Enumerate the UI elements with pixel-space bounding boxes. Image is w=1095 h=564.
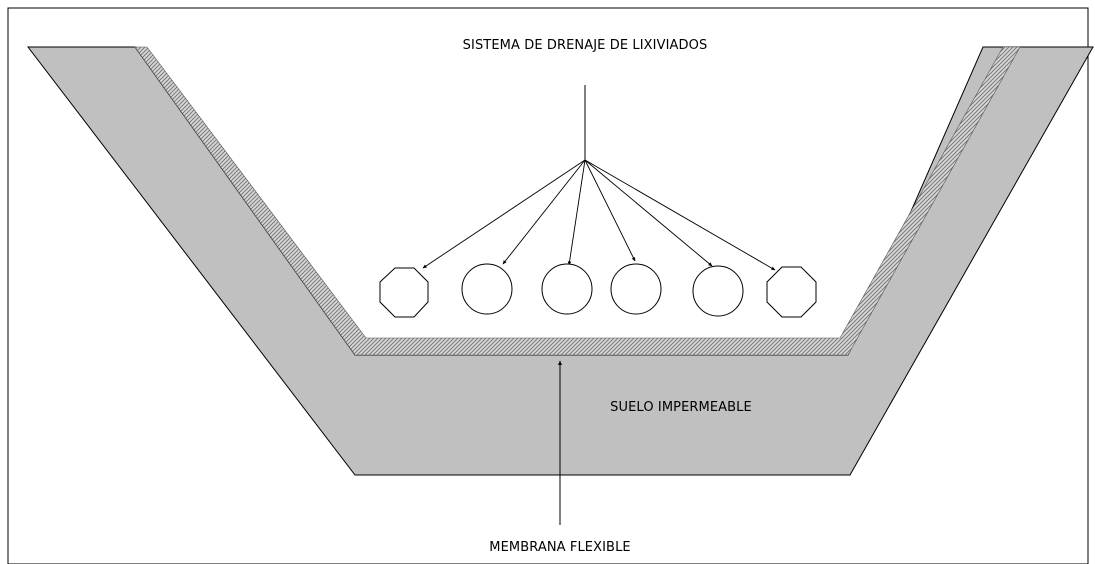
- leader-to-pipe-4: [584, 159, 636, 262]
- impermeable-soil-label: SUELO IMPERMEABLE: [610, 400, 752, 415]
- drainage-pipe-3: [541, 263, 593, 315]
- leader-to-pipe-1: [422, 159, 586, 269]
- drainage-system-label: SISTEMA DE DRENAJE DE LIXIVIADOS: [463, 38, 708, 53]
- flexible-membrane: [134, 46, 1021, 356]
- leader-to-pipe-5: [584, 159, 713, 267]
- leader-to-pipe-2: [502, 159, 586, 265]
- frame-border: [7, 7, 1089, 564]
- drainage-leader-fan: [422, 159, 776, 271]
- flexible-membrane-label: MEMBRANA FLEXIBLE: [489, 540, 630, 555]
- drainage-pipes: [379, 263, 817, 318]
- drainage-pipe-1: [379, 267, 429, 318]
- leader-to-pipe-6: [584, 159, 776, 271]
- drainage-pipe-4: [610, 263, 662, 315]
- drainage-pipe-2: [461, 263, 513, 315]
- leader-to-pipe-3: [567, 159, 586, 266]
- drainage-pipe-5: [692, 265, 744, 317]
- drainage-pipe-6: [766, 266, 817, 318]
